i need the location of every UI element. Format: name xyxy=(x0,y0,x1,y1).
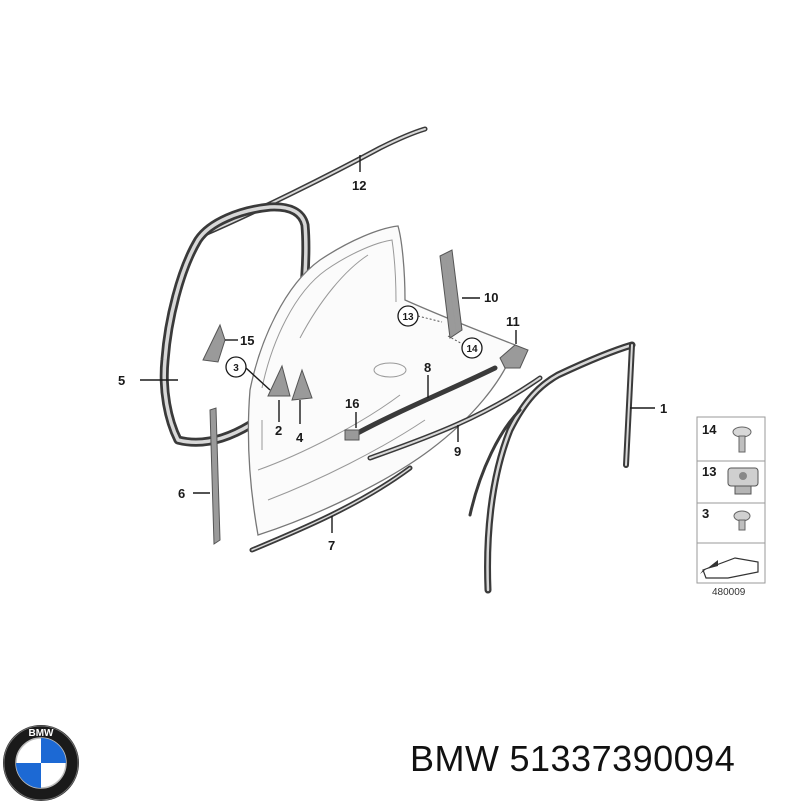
fastener-legend: 14 13 3 480009 xyxy=(696,416,766,598)
circled-callouts: 3 13 14 xyxy=(225,305,483,378)
part-a-pillar-trim xyxy=(209,407,221,545)
part-triangle-covers xyxy=(267,364,313,401)
bmw-logo: BMW xyxy=(3,725,79,801)
callout-15: 15 xyxy=(240,333,254,348)
part-number: 51337390094 xyxy=(509,738,736,779)
circle-callout-13: 13 xyxy=(402,312,414,323)
part-door-shell xyxy=(247,225,516,536)
circle-callout-3: 3 xyxy=(233,363,239,374)
callout-12: 12 xyxy=(352,178,366,193)
part-mirror-triangle xyxy=(202,323,226,363)
callout-7: 7 xyxy=(328,538,335,553)
legend-item-14: 14 xyxy=(702,422,717,437)
screw-3-icon xyxy=(733,510,751,531)
part-clip xyxy=(344,429,360,441)
legend-item-13: 13 xyxy=(702,464,716,479)
callout-11: 11 xyxy=(506,314,520,329)
part-window-guide xyxy=(468,341,636,594)
part-outer-belt-strip xyxy=(349,365,498,439)
diagram-ref-number: 480009 xyxy=(712,587,746,598)
callout-6: 6 xyxy=(178,486,185,501)
callout-4: 4 xyxy=(296,430,304,445)
screw-14-icon xyxy=(732,426,752,453)
logo-lettering: BMW xyxy=(29,728,55,739)
callout-16: 16 xyxy=(345,396,359,411)
part-inner-belt-strip xyxy=(367,375,543,461)
legend-item-3: 3 xyxy=(702,506,709,521)
direction-arrow-icon xyxy=(700,557,759,579)
clip-nut-13-icon xyxy=(727,467,759,495)
callout-labels: 12 5 15 2 4 8 16 10 11 1 9 6 7 xyxy=(118,178,667,553)
part-bottom-seal xyxy=(249,465,413,553)
callout-5: 5 xyxy=(118,373,125,388)
callout-9: 9 xyxy=(454,444,461,459)
brand-name: BMW xyxy=(410,738,500,779)
circle-callout-14: 14 xyxy=(466,344,478,355)
callout-8: 8 xyxy=(424,360,431,375)
part-bracket xyxy=(499,344,529,369)
callout-1: 1 xyxy=(660,401,667,416)
part-b-pillar-trim xyxy=(439,249,463,339)
callout-10: 10 xyxy=(484,290,498,305)
callout-2: 2 xyxy=(275,423,282,438)
